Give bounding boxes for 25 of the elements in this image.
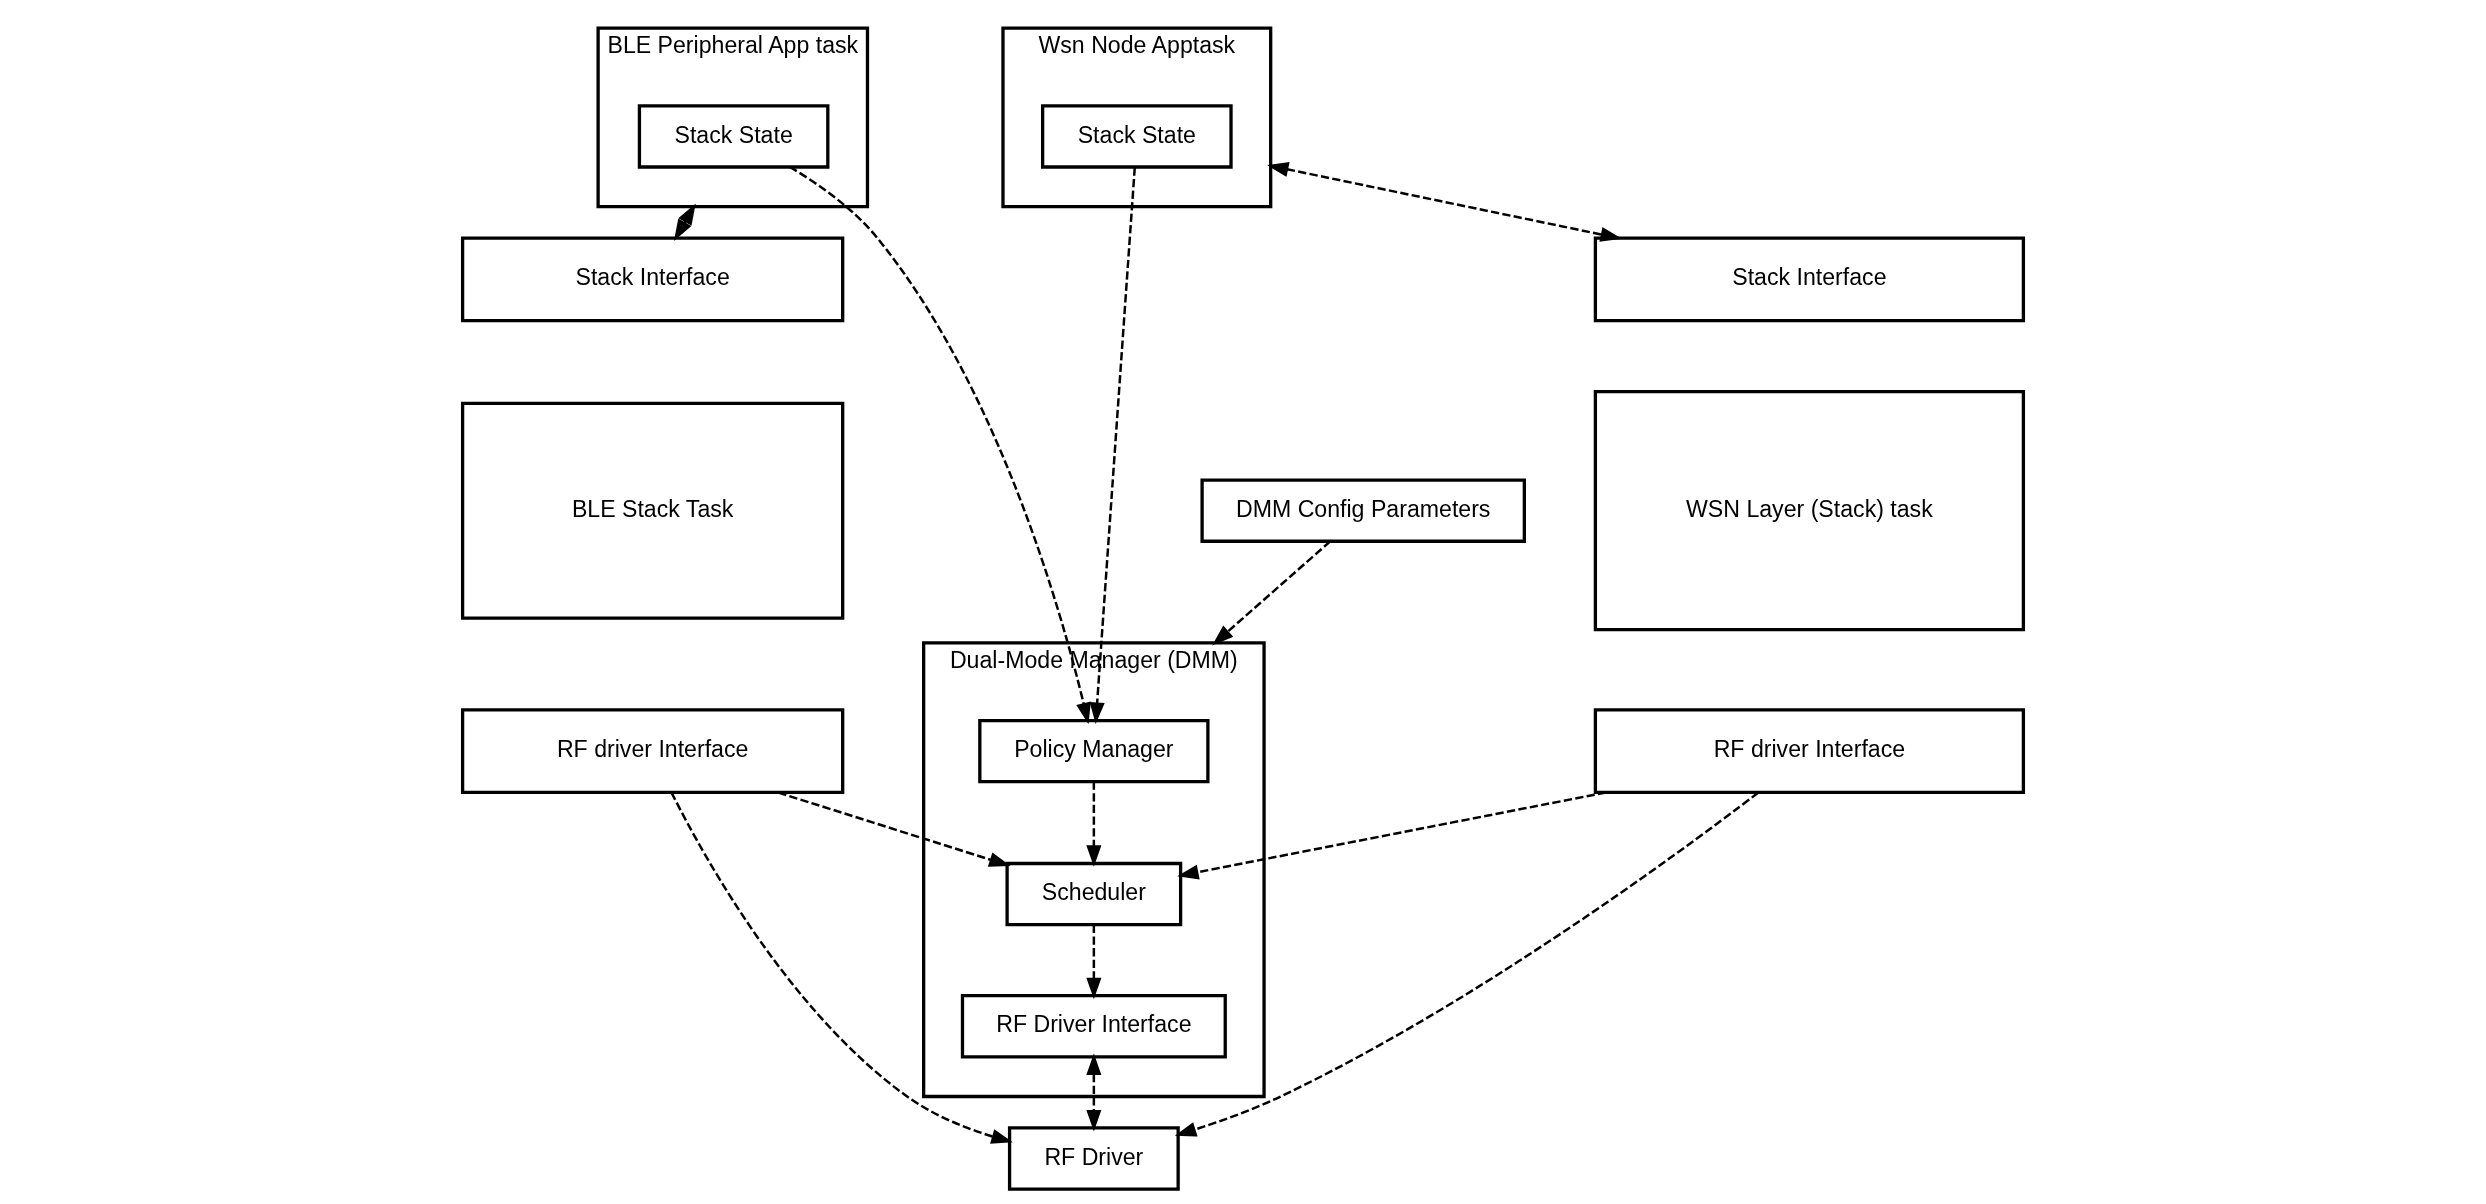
node-box: Stack State — [637, 104, 830, 169]
node-box: RF driver Interface — [1593, 708, 2026, 795]
arrow — [1086, 781, 1102, 867]
arrow — [1086, 1053, 1102, 1132]
arrow — [778, 791, 1011, 867]
node-box: RF Driver Interface — [960, 994, 1227, 1059]
node-box: Stack State — [1041, 104, 1233, 169]
node-box: WSN Layer (Stack) task — [1593, 390, 2026, 632]
arrow — [670, 792, 1013, 1144]
node-box: DMM Config Parameters — [1200, 478, 1526, 543]
node-box: BLE Stack Task — [460, 401, 845, 620]
node-box: RF Driver — [1007, 1126, 1180, 1191]
arrow — [673, 203, 696, 241]
arrow — [1086, 925, 1102, 1000]
arrow — [1089, 167, 1136, 725]
arrow — [1212, 540, 1331, 646]
node-box: RF driver Interface — [460, 708, 845, 795]
arrow — [789, 166, 1091, 725]
node-box: Stack Interface — [460, 236, 845, 323]
arrow — [1267, 162, 1622, 242]
node-box: Stack Interface — [1593, 236, 2026, 323]
arrow — [1174, 791, 1759, 1137]
node-box: Policy Manager — [978, 718, 1210, 784]
node-box: Scheduler — [1005, 861, 1183, 927]
arrow — [1177, 791, 1607, 880]
